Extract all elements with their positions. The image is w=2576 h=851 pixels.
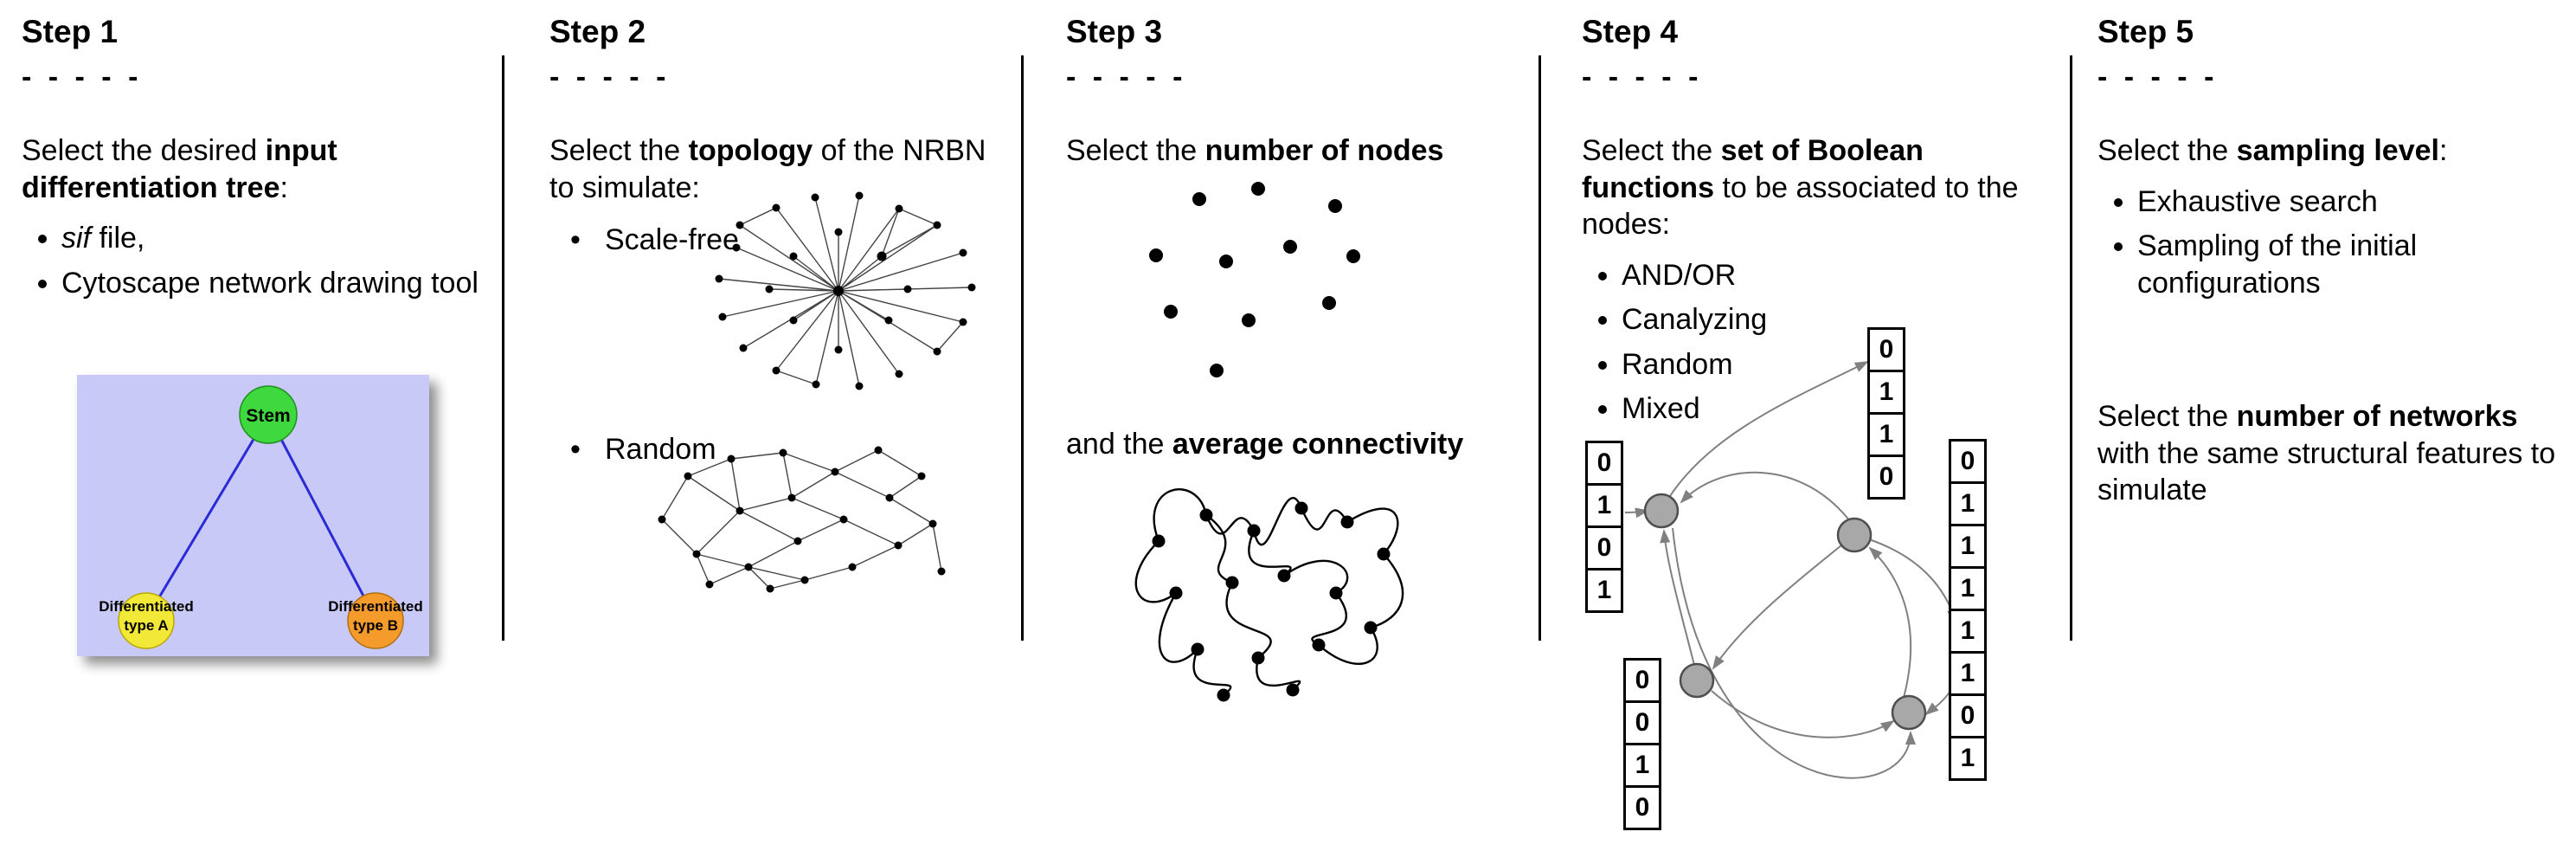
- step-3-column: Step 3 - - - - - Select the number of no…: [1066, 0, 1520, 851]
- step-2-intro: Select the topology of the NRBN to simul…: [549, 134, 986, 204]
- step-5-intro: Select the sampling level:: [2097, 134, 2448, 167]
- table-cell: 1: [1949, 651, 1987, 696]
- table-cell: 0: [1585, 525, 1623, 571]
- step-3-line2: and the average connectivity: [1066, 428, 1464, 461]
- table-cell: 0: [1585, 441, 1623, 486]
- bullet-random: Random: [565, 433, 716, 467]
- step-1-title: Step 1: [22, 14, 119, 49]
- truth-table-bottom-left: 0 0 1 0: [1623, 658, 1661, 830]
- scale-free-network-graphic: [715, 191, 976, 390]
- column-divider-1: [502, 55, 504, 641]
- type-a-label-line2: type A: [124, 617, 168, 634]
- truth-table-left: 0 1 0 1: [1585, 441, 1623, 613]
- connectivity-network-graphic: [1134, 488, 1404, 702]
- boolean-network-arrows: [1624, 361, 1957, 779]
- step-5-dashes: - - - - -: [2097, 61, 2219, 93]
- stem-label: Stem: [246, 406, 290, 426]
- nodes-scatter-graphic: [1149, 182, 1360, 377]
- type-a-node: [118, 592, 175, 649]
- table-cell: 1: [1949, 524, 1987, 569]
- table-cell: 0: [1623, 658, 1661, 703]
- network-node-d: [1891, 694, 1927, 731]
- bullet-sampling-configurations: Sampling of the initial configurations: [2137, 228, 2565, 301]
- bullet-cytoscape: Cytoscape network drawing tool: [61, 265, 480, 302]
- step-4-intro: Select the set of Boolean functions to b…: [1582, 134, 2019, 241]
- table-cell: 0: [1949, 439, 1987, 484]
- step-3-title: Step 3: [1066, 14, 1163, 49]
- step-2-dashes: - - - - -: [549, 61, 671, 93]
- bullet-mixed: Mixed: [1622, 390, 2049, 428]
- table-cell: 1: [1585, 568, 1623, 613]
- table-cell: 0: [1623, 700, 1661, 745]
- table-cell: 1: [1949, 736, 1987, 781]
- step-3-dashes: - - - - -: [1066, 61, 1187, 93]
- bullet-sif-file: sif file,: [61, 220, 480, 257]
- type-a-label-line1: Differentiated: [99, 598, 194, 615]
- network-node-a: [1643, 493, 1680, 529]
- step-5-bullet-list: Exhaustive search Sampling of the initia…: [2097, 184, 2565, 302]
- scatter-dots: [1149, 182, 1360, 377]
- random-network-nodes: [658, 446, 946, 593]
- table-cell: 1: [1949, 481, 1987, 526]
- step-1-bullet-list: sif file, Cytoscape network drawing tool: [22, 220, 480, 301]
- column-divider-4: [2070, 55, 2072, 641]
- bullet-and-or: AND/OR: [1622, 257, 2049, 294]
- step-2-title: Step 2: [549, 14, 646, 49]
- table-cell: 1: [1867, 370, 1905, 415]
- boolean-network-edges-and-nodes: [1624, 361, 1957, 779]
- table-cell: 0: [1867, 455, 1905, 500]
- truth-table-right: 0 1 1 1 1 1 0 1: [1949, 439, 1987, 781]
- boolean-network-graphic: 0 1 1 0 0 1 0 1 0 0 1 0 0 1 1 1 1 1 0 1: [1582, 327, 1997, 851]
- table-cell: 1: [1585, 483, 1623, 528]
- step-4-title: Step 4: [1582, 14, 1679, 49]
- truth-table-top: 0 1 1 0: [1867, 327, 1905, 500]
- differentiation-tree-graphic: Stem Differentiated type A Differentiate…: [77, 375, 429, 656]
- random-network-edges: [661, 449, 942, 590]
- network-node-c: [1679, 662, 1715, 699]
- table-cell: 1: [1623, 743, 1661, 788]
- step-1-dashes: - - - - -: [22, 61, 143, 93]
- step-4-column: Step 4 - - - - - Select the set of Boole…: [1582, 0, 2049, 851]
- column-divider-3: [1539, 55, 1541, 641]
- tree-edge-b: [267, 414, 377, 620]
- table-cell: 1: [1949, 609, 1987, 654]
- step-1-column: Step 1 - - - - - Select the desired inpu…: [22, 0, 480, 851]
- bullet-scale-free: Scale-free: [565, 223, 739, 257]
- step-5-title: Step 5: [2097, 14, 2194, 49]
- scale-free-nodes: [715, 191, 976, 390]
- tree-edge-a: [145, 414, 270, 620]
- type-b-node: [347, 592, 404, 649]
- random-network-graphic: [658, 446, 946, 593]
- bullet-canalyzing: Canalyzing: [1622, 301, 2049, 338]
- table-cell: 1: [1949, 566, 1987, 611]
- connectivity-edges: [1134, 488, 1404, 696]
- table-cell: 0: [1623, 785, 1661, 830]
- table-cell: 0: [1867, 327, 1905, 372]
- stem-node: [239, 385, 298, 444]
- step-4-bullet-list: AND/OR Canalyzing Random Mixed: [1582, 257, 2049, 428]
- step-2-column: Step 2 - - - - - Select the topology of …: [549, 0, 1004, 851]
- column-divider-2: [1021, 55, 1024, 641]
- type-b-label-line2: type B: [353, 617, 398, 634]
- step-4-dashes: - - - - -: [1582, 61, 1703, 93]
- step-1-intro: Select the desired input differentiation…: [22, 134, 337, 204]
- step-5-networks-paragraph: Select the number of networks with the s…: [2097, 400, 2556, 506]
- step-5-column: Step 5 - - - - - Select the sampling lev…: [2097, 0, 2565, 851]
- bullet-random-functions: Random: [1622, 346, 2049, 384]
- bullet-exhaustive-search: Exhaustive search: [2137, 184, 2565, 221]
- network-node-b: [1836, 517, 1873, 553]
- boolean-network-nodes: [1643, 493, 1927, 731]
- table-cell: 0: [1949, 693, 1987, 738]
- table-cell: 1: [1867, 412, 1905, 457]
- type-b-label-line1: Differentiated: [328, 598, 423, 615]
- step-3-line1: Select the number of nodes: [1066, 134, 1444, 167]
- connectivity-nodes: [1152, 501, 1391, 702]
